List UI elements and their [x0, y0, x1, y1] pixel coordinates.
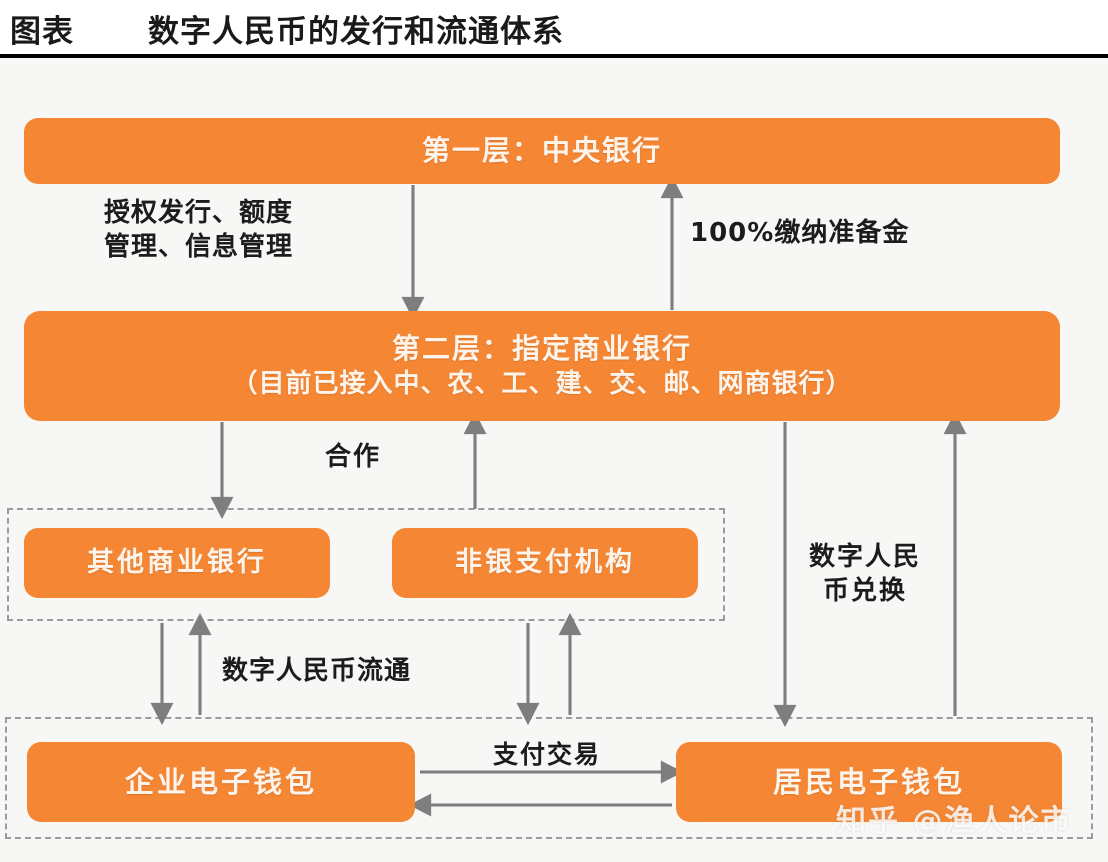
node-nonbank-payment-institutions[interactable]: 非银支付机构 — [392, 528, 698, 598]
node-other-commercial-banks-label: 其他商业银行 — [87, 547, 267, 579]
header-divider — [0, 54, 1108, 58]
edge-label-cooperation: 合作 — [324, 442, 381, 472]
chart-header: 图表 数字人民币的发行和流通体系 — [0, 0, 1108, 58]
edge-label-100-percent-reserve: 100%缴纳准备金 — [690, 218, 910, 248]
edge-label-digital-rmb-circulation: 数字人民币流通 — [222, 656, 412, 686]
watermark: 知乎 @渔人论市 — [836, 804, 1073, 839]
node-layer2-label-line2: （目前已接入中、农、工、建、交、邮、网商银行） — [231, 369, 853, 400]
edge-label-authorized-issuance: 授权发行、额度 管理、信息管理 — [104, 198, 294, 263]
page-title: 数字人民币的发行和流通体系 — [148, 13, 564, 50]
node-layer2-label-line1: 第二层：指定商业银行 — [391, 332, 692, 366]
node-other-commercial-banks[interactable]: 其他商业银行 — [24, 528, 330, 598]
node-nonbank-payment-label: 非银支付机构 — [455, 547, 635, 579]
node-layer1-label: 第一层：中央银行 — [421, 134, 662, 168]
edge-label-payment-transaction: 支付交易 — [492, 740, 601, 769]
node-enterprise-ewallet[interactable]: 企业电子钱包 — [27, 742, 415, 822]
intermediary-institutions-group — [7, 508, 725, 621]
node-enterprise-ewallet-label: 企业电子钱包 — [124, 764, 317, 799]
edge-label-digital-rmb-exchange: 数字人民 币兑换 — [808, 542, 921, 607]
header-label: 图表 — [10, 13, 74, 50]
node-layer1-central-bank[interactable]: 第一层：中央银行 — [24, 118, 1060, 184]
diagram-body: 第一层：中央银行 第二层：指定商业银行 （目前已接入中、农、工、建、交、邮、网商… — [0, 58, 1108, 862]
header-inner: 图表 数字人民币的发行和流通体系 — [10, 4, 564, 52]
node-resident-ewallet[interactable]: 居民电子钱包 — [676, 742, 1062, 822]
end-user-wallets-group — [5, 717, 1093, 839]
node-layer2-designated-commercial-banks[interactable]: 第二层：指定商业银行 （目前已接入中、农、工、建、交、邮、网商银行） — [24, 311, 1060, 421]
node-resident-ewallet-label: 居民电子钱包 — [772, 764, 965, 799]
